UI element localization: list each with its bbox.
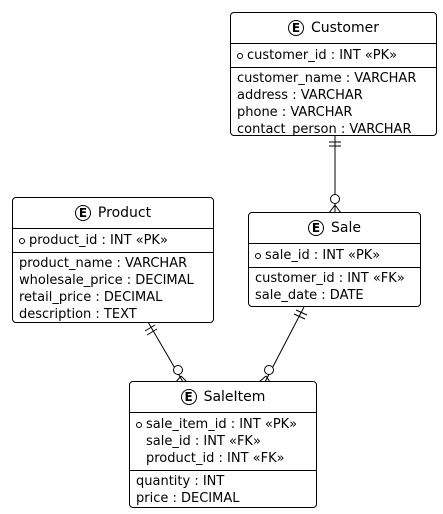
entity-header: E SaleItem	[130, 382, 316, 413]
entity-header: E Product	[13, 198, 213, 229]
entity-icon: E	[74, 205, 91, 221]
entity-sale: E Sale sale_id : INT «PK» customer_id : …	[248, 212, 421, 307]
attribute-section: quantity : INT price : DECIMAL	[130, 471, 316, 509]
relationship-sale-saleitem	[258, 306, 308, 383]
attribute-field: retail_price : DECIMAL	[19, 290, 163, 305]
key-field: sale_id : INT «PK»	[265, 248, 381, 263]
attribute-section: customer_name : VARCHAR address : VARCHA…	[231, 68, 436, 140]
attribute-field: contact_person : VARCHAR	[237, 122, 412, 137]
key-marker-icon	[237, 52, 243, 59]
entity-header: E Customer	[231, 13, 436, 44]
attribute-field: quantity : INT	[136, 474, 225, 489]
key-section: product_id : INT «PK»	[13, 229, 213, 253]
attribute-field: customer_name : VARCHAR	[237, 71, 417, 86]
attribute-field: product_name : VARCHAR	[19, 256, 188, 271]
attribute-section: customer_id : INT «FK» sale_date : DATE	[249, 268, 420, 306]
entity-icon: E	[287, 20, 304, 36]
entity-title: Customer	[310, 20, 379, 36]
entity-saleitem: E SaleItem sale_item_id : INT «PK» sale_…	[129, 381, 317, 508]
entity-title: Product	[97, 205, 152, 221]
key-section: sale_id : INT «PK»	[249, 244, 420, 268]
key-field: customer_id : INT «PK»	[247, 48, 398, 63]
relationship-customer-sale	[328, 135, 342, 214]
attribute-field: wholesale_price : DECIMAL	[19, 273, 194, 288]
key-marker-icon	[136, 421, 142, 428]
relationship-product-saleitem	[144, 321, 188, 383]
entity-icon: E	[180, 389, 197, 405]
entity-customer: E Customer customer_id : INT «PK» custom…	[230, 12, 437, 137]
entity-product: E Product product_id : INT «PK» product_…	[12, 197, 214, 323]
entity-icon: E	[308, 220, 325, 236]
key-section: customer_id : INT «PK»	[231, 44, 436, 68]
key-marker-icon	[19, 237, 25, 244]
attribute-field: address : VARCHAR	[237, 88, 363, 103]
attribute-field: sale_date : DATE	[255, 288, 364, 303]
attribute-field: customer_id : INT «FK»	[255, 271, 405, 286]
key-field: sale_id : INT «FK»	[146, 434, 261, 449]
key-marker-icon	[255, 252, 261, 259]
attribute-field: description : TEXT	[19, 307, 137, 322]
key-field: product_id : INT «FK»	[146, 451, 285, 466]
key-field: product_id : INT «PK»	[29, 233, 168, 248]
attribute-field: phone : VARCHAR	[237, 105, 353, 120]
attribute-section: product_name : VARCHAR wholesale_price :…	[13, 253, 213, 325]
entity-header: E Sale	[249, 213, 420, 244]
key-section: sale_item_id : INT «PK» sale_id : INT «F…	[130, 413, 316, 471]
entity-title: Sale	[331, 220, 361, 236]
key-field: sale_item_id : INT «PK»	[146, 417, 298, 432]
attribute-field: price : DECIMAL	[136, 491, 240, 506]
entity-title: SaleItem	[203, 389, 266, 405]
